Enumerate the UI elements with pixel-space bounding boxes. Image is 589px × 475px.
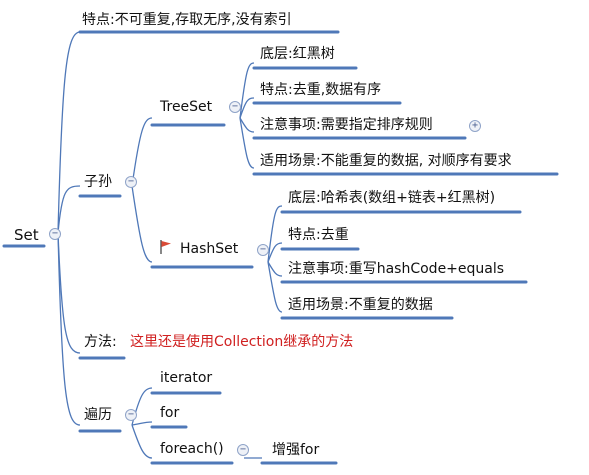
collapse-iterate-icon[interactable]: −	[125, 409, 137, 421]
node-hashset-features[interactable]: 特点:去重	[288, 227, 349, 243]
connector-hashset-usage	[267, 261, 283, 313]
connector-iterate-foreach	[131, 424, 153, 459]
connector-hashset-notes	[267, 261, 283, 277]
node-treeset[interactable]: TreeSet	[160, 99, 213, 115]
node-methods-label[interactable]: 方法:	[84, 334, 117, 350]
connector-root-iterate	[57, 232, 81, 426]
node-children[interactable]: 子孙	[84, 174, 112, 190]
connector-iterate-for	[131, 421, 153, 426]
red-flag-icon	[160, 240, 171, 254]
node-hashset-bottom[interactable]: 底层:哈希表(数组+链表+红黑树)	[288, 190, 496, 206]
node-foreach[interactable]: foreach()	[160, 441, 224, 457]
connector-hashset-features	[267, 242, 283, 263]
collapse-treeset-icon[interactable]: −	[229, 101, 241, 113]
node-enhanced-for[interactable]: 增强for	[272, 442, 320, 458]
node-treeset-features[interactable]: 特点:去重,数据有序	[260, 82, 382, 98]
node-hashset-usage[interactable]: 适用场景:不重复的数据	[288, 297, 433, 313]
node-hashset[interactable]: HashSet	[180, 241, 239, 257]
node-treeset-bottom[interactable]: 底层:红黑树	[260, 46, 335, 62]
collapse-root-icon[interactable]: −	[49, 228, 61, 240]
node-iterator[interactable]: iterator	[160, 370, 213, 386]
expand-treeset-notes-icon[interactable]: +	[469, 120, 481, 132]
node-treeset-usage[interactable]: 适用场景:不能重复的数据, 对顺序有要求	[260, 153, 512, 169]
connector-treeset-usage	[239, 117, 255, 169]
connector-treeset-features	[239, 97, 255, 119]
node-hashset-notes[interactable]: 注意事项:重写hashCode+equals	[288, 261, 505, 277]
connector-root-children	[57, 185, 81, 234]
collapse-children-icon[interactable]: −	[125, 176, 137, 188]
connector-root-features	[57, 31, 81, 234]
root-node-set[interactable]: Set	[14, 226, 39, 244]
connector-children-hashset	[131, 185, 153, 263]
collapse-foreach-icon[interactable]: −	[237, 444, 249, 456]
connector-children-treeset	[131, 117, 153, 187]
node-iterate[interactable]: 遍历	[84, 407, 112, 423]
node-treeset-notes[interactable]: 注意事项:需要指定排序规则	[260, 117, 433, 133]
connector-treeset-bottom	[239, 62, 255, 119]
node-methods-value[interactable]: 这里还是使用Collection继承的方法	[130, 334, 354, 350]
node-features[interactable]: 特点:不可重复,存取无序,没有索引	[82, 12, 292, 28]
collapse-hashset-icon[interactable]: −	[257, 244, 269, 256]
connector-treeset-notes	[239, 117, 255, 133]
node-for[interactable]: for	[160, 405, 180, 421]
connector-hashset-bottom	[267, 205, 283, 263]
